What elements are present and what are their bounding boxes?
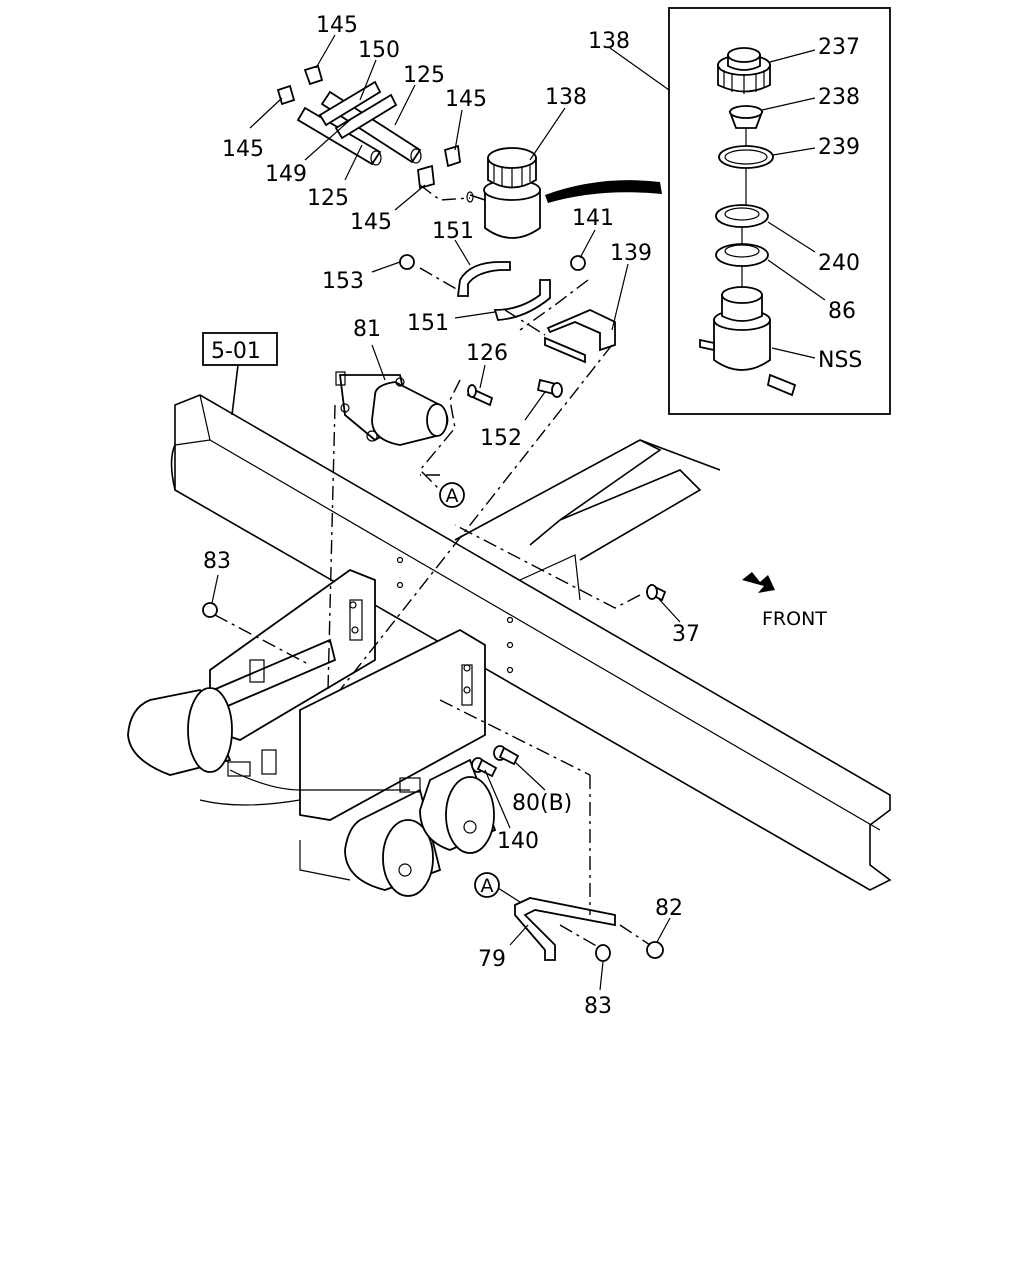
front-arrow-icon — [742, 572, 775, 593]
label-145-right: 145 — [445, 87, 487, 112]
callout-a-upper: A — [439, 482, 465, 508]
callout-a-lower-label: A — [481, 875, 494, 897]
small-fasteners — [399, 254, 586, 407]
label-141: 141 — [572, 206, 614, 231]
front-label: FRONT — [762, 608, 827, 630]
hoses-125 — [296, 80, 422, 166]
label-145-bottom: 145 — [350, 210, 392, 235]
detail-inset — [668, 7, 891, 415]
assembly-lines — [214, 184, 651, 949]
label-80b: 80(B) — [512, 791, 572, 816]
label-82: 82 — [655, 896, 683, 921]
label-238: 238 — [818, 85, 860, 110]
label-83-bottom: 83 — [584, 994, 612, 1019]
oil-reservoir-138 — [466, 147, 662, 239]
label-125-top: 125 — [403, 63, 445, 88]
label-239: 239 — [818, 135, 860, 160]
solenoid-valve-81 — [335, 371, 449, 446]
front-direction-indicator: FRONT — [742, 572, 827, 630]
bracket-139 — [544, 309, 616, 364]
label-83-left: 83 — [203, 549, 231, 574]
label-37: 37 — [672, 622, 700, 647]
label-139: 139 — [610, 241, 652, 266]
part-labels: 145 150 125 145 138 145 149 125 145 151 … — [203, 13, 862, 1019]
label-153: 153 — [322, 269, 364, 294]
label-125-bottom: 125 — [307, 186, 349, 211]
label-151-top: 151 — [432, 219, 474, 244]
label-152: 152 — [480, 426, 522, 451]
bracket-79 — [514, 897, 664, 962]
label-81: 81 — [353, 317, 381, 342]
label-145-top: 145 — [316, 13, 358, 38]
label-79: 79 — [478, 947, 506, 972]
label-86: 86 — [828, 299, 856, 324]
air-tanks — [127, 659, 497, 897]
label-150: 150 — [358, 38, 400, 63]
frame-rail — [170, 394, 892, 891]
leader-lines — [211, 34, 826, 991]
bolts-lower — [202, 583, 667, 778]
label-151-bottom: 151 — [407, 311, 449, 336]
bands-151 — [456, 261, 551, 321]
label-nss: NSS — [818, 348, 862, 373]
callout-a-lower: A — [474, 872, 500, 898]
label-240: 240 — [818, 251, 860, 276]
label-138-inset: 138 — [588, 29, 630, 54]
reference-box: 5-01 — [202, 332, 278, 416]
ref-box-label: 5-01 — [211, 339, 261, 364]
label-126: 126 — [466, 341, 508, 366]
label-237: 237 — [818, 35, 860, 60]
label-140: 140 — [497, 829, 539, 854]
label-145-left: 145 — [222, 137, 264, 162]
label-138-reservoir: 138 — [545, 85, 587, 110]
callout-a-upper-label: A — [446, 485, 459, 507]
label-149: 149 — [265, 162, 307, 187]
